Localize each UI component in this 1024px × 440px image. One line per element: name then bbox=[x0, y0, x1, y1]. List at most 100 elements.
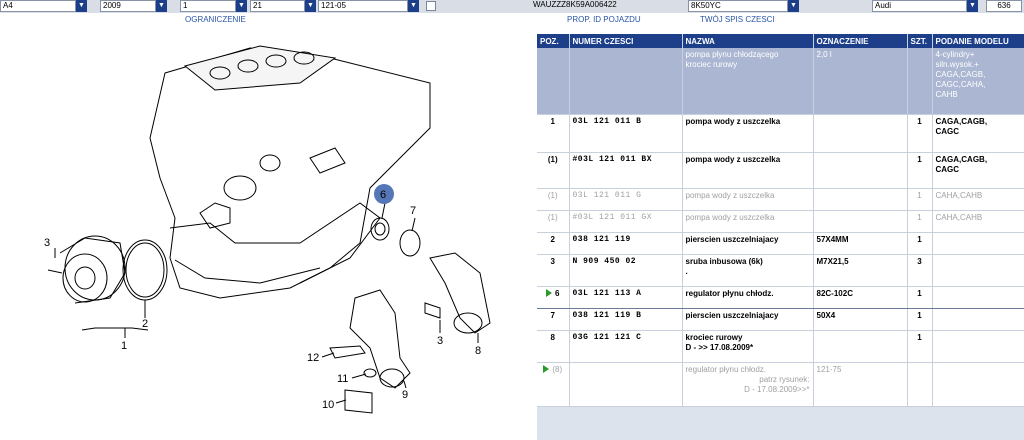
cell-part-number bbox=[569, 362, 683, 407]
cell-designation: M7X21,5 bbox=[813, 254, 908, 287]
parts-table: POZ. NUMER CZESCI NAZWA OZNACZENIE SZT. … bbox=[537, 34, 1024, 407]
chevron-down-icon[interactable]: ▼ bbox=[76, 0, 87, 12]
poz-value: 7 bbox=[550, 310, 555, 320]
callout-2[interactable]: 2 bbox=[142, 318, 148, 330]
parts-diagram: 1 2 3 7 3 8 12 11 9 10 6 bbox=[0, 28, 520, 440]
cell-qty: 1 bbox=[907, 188, 933, 211]
count-field: 636 bbox=[986, 0, 1022, 12]
callout-6[interactable]: 6 bbox=[380, 189, 386, 201]
cell-name: regulator płynu chłodz. bbox=[682, 285, 814, 309]
callout-3b[interactable]: 3 bbox=[437, 335, 443, 347]
cell-part-number: #03L 121 011 BX bbox=[569, 152, 683, 189]
cell-designation bbox=[813, 330, 908, 363]
chevron-down-icon[interactable]: ▼ bbox=[408, 0, 419, 12]
name-line: pompa wody z uszczelka bbox=[685, 154, 781, 164]
play-arrow-icon[interactable] bbox=[546, 289, 553, 298]
cell-part-number: N 909 450 02 bbox=[569, 254, 683, 287]
vehicle-id-tab[interactable]: PROP. ID POJAZDU bbox=[567, 15, 641, 24]
cell-qty: 1 bbox=[907, 285, 933, 309]
cell-designation bbox=[813, 152, 908, 189]
model-select[interactable]: A4 bbox=[0, 0, 76, 12]
cell-name: pompa wody z uszczelka bbox=[682, 114, 814, 153]
callout-1[interactable]: 1 bbox=[121, 340, 127, 352]
filter-bar: A4 ▼ 2009 ▼ 1 ▼ 21 ▼ 121-05 ▼ WAUZZZ8K59… bbox=[0, 0, 1024, 13]
callout-9[interactable]: 9 bbox=[402, 389, 408, 401]
name-line: pompa wody z uszczelka bbox=[685, 190, 775, 200]
cell-qty: 1 bbox=[907, 114, 933, 153]
cell-model bbox=[932, 330, 1024, 363]
play-arrow-icon[interactable] bbox=[543, 365, 550, 374]
cell-part-number: 038 121 119 bbox=[569, 232, 683, 255]
group-select[interactable]: 1 bbox=[180, 0, 236, 12]
callout-11[interactable]: 11 bbox=[337, 373, 348, 385]
chevron-down-icon[interactable]: ▼ bbox=[236, 0, 247, 12]
cell-model: CAHA,CAHB bbox=[932, 210, 1024, 233]
cell-model bbox=[932, 285, 1024, 309]
cell-model bbox=[932, 232, 1024, 255]
callout-7[interactable]: 7 bbox=[410, 205, 416, 217]
cell-qty bbox=[907, 362, 933, 407]
intro-name-1: pompa płynu chłodzącego bbox=[685, 50, 779, 59]
name-line: . bbox=[685, 266, 688, 276]
col-model[interactable]: PODANIE MODELU bbox=[932, 34, 1024, 48]
name-line: D - 17.08.2009>>* bbox=[744, 384, 810, 394]
cell-designation: 50X4 bbox=[813, 308, 908, 331]
brand-select[interactable]: Audi bbox=[872, 0, 967, 12]
filter-checkbox[interactable] bbox=[426, 1, 436, 11]
cell-poz: (1) bbox=[537, 188, 570, 211]
cell-name: pierscien uszczelniajacy bbox=[682, 232, 814, 255]
table-row[interactable]: (8)regulator płynu chłodz.patrz rysunek:… bbox=[537, 362, 1024, 407]
col-qty[interactable]: SZT. bbox=[907, 34, 933, 48]
chevron-down-icon[interactable]: ▼ bbox=[156, 0, 167, 12]
name-line: pierscien uszczelniajacy bbox=[685, 234, 779, 244]
callout-3[interactable]: 3 bbox=[44, 237, 50, 249]
col-part-number[interactable]: NUMER CZESCI bbox=[569, 34, 683, 48]
vin-field: WAUZZZ8K59A006422 bbox=[533, 0, 617, 9]
model-line: CAGA,CAGB, bbox=[935, 154, 988, 164]
cell-poz: 2 bbox=[537, 232, 570, 255]
cell-model: CAGA,CAGB,CAGC bbox=[932, 114, 1024, 153]
callout-10[interactable]: 10 bbox=[322, 399, 334, 411]
cell-model: CAGA,CAGB,CAGC bbox=[932, 152, 1024, 189]
cell-model bbox=[932, 308, 1024, 331]
callout-6-highlight[interactable] bbox=[374, 184, 394, 204]
cell-qty: 1 bbox=[907, 308, 933, 331]
cell-poz: 6 bbox=[537, 285, 570, 309]
col-name[interactable]: NAZWA bbox=[682, 34, 814, 48]
model-line: CAGA,CAGB, bbox=[935, 116, 988, 126]
year-select[interactable]: 2009 bbox=[100, 0, 156, 12]
subgroup-select[interactable]: 21 bbox=[250, 0, 305, 12]
col-designation[interactable]: OZNACZENIE bbox=[813, 34, 908, 48]
poz-value: (1) bbox=[547, 212, 558, 222]
name-line: regulator płynu chłodz. bbox=[685, 364, 767, 374]
restriction-tab[interactable]: OGRANICZENIE bbox=[185, 15, 246, 24]
cell-part-number: #03L 121 011 GX bbox=[569, 210, 683, 233]
poz-value: (1) bbox=[547, 190, 558, 200]
callout-12[interactable]: 12 bbox=[307, 352, 319, 364]
col-poz[interactable]: POZ. bbox=[537, 34, 570, 48]
poz-value: (1) bbox=[547, 154, 558, 164]
callout-8[interactable]: 8 bbox=[475, 345, 481, 357]
chevron-down-icon[interactable]: ▼ bbox=[788, 0, 799, 12]
my-parts-tab[interactable]: TWÓJ SPIS CZESCI bbox=[700, 15, 775, 24]
cell-model bbox=[932, 362, 1024, 407]
cell-model: CAHA,CAHB bbox=[932, 188, 1024, 211]
model-line: CAHA,CAHB bbox=[935, 190, 983, 200]
engine-code-field[interactable]: 8K50YC bbox=[688, 0, 788, 12]
illustration-select[interactable]: 121-05 bbox=[318, 0, 408, 12]
cell-name: pompa wody z uszczelka bbox=[682, 188, 814, 211]
cell-model bbox=[932, 254, 1024, 287]
chevron-down-icon[interactable]: ▼ bbox=[967, 0, 978, 12]
chevron-down-icon[interactable]: ▼ bbox=[305, 0, 316, 12]
poz-value: (8) bbox=[552, 364, 563, 374]
